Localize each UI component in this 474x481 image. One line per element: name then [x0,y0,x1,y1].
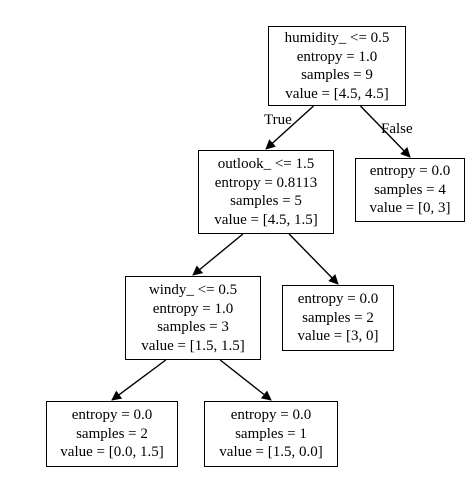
tree-edge-n1-n3 [192,233,244,276]
node-split-rule: outlook_ <= 1.5 [217,156,315,172]
node-value: value = [0.0, 1.5] [60,444,164,461]
node-split-rule: windy_ <= 0.5 [148,282,238,298]
node-entropy: entropy = 1.0 [152,300,234,317]
tree-leaf-windy-right: entropy = 0.0 samples = 1 value = [1.5, … [204,401,338,467]
node-entropy: entropy = 0.0 [297,291,379,308]
tree-node-windy: windy_ <= 0.5 entropy = 1.0 samples = 3 … [125,276,261,360]
tree-leaf-outlook-right: entropy = 0.0 samples = 2 value = [3, 0] [282,285,394,351]
tree-edge-n0-n2 [359,105,411,158]
node-samples: samples = 2 [76,425,148,442]
node-value: value = [1.5, 1.5] [141,337,245,354]
node-entropy: entropy = 0.0 [230,407,312,424]
node-samples: samples = 5 [230,193,302,209]
node-entropy: entropy = 0.0 [71,407,153,424]
node-samples: samples = 9 [301,67,373,83]
tree-edge-n3-n6 [219,359,272,401]
node-entropy: entropy = 0.8113 [214,174,318,191]
node-entropy: entropy = 0.0 [369,163,451,180]
tree-node-root: humidity_ <= 0.5 entropy = 1.0 samples =… [268,26,406,106]
tree-node-outlook: outlook_ <= 1.5 entropy = 0.8113 samples… [198,150,334,234]
node-samples: samples = 3 [157,319,229,335]
edge-label-false: False [381,121,413,137]
node-split-rule: humidity_ <= 0.5 [284,30,390,46]
node-samples: samples = 4 [374,181,446,198]
edge-label-true: True [264,112,292,128]
tree-edge-n3-n5 [111,359,167,401]
tree-leaf-windy-left: entropy = 0.0 samples = 2 value = [0.0, … [46,401,178,467]
node-samples: samples = 1 [235,425,307,442]
node-value: value = [0, 3] [369,200,451,217]
node-entropy: entropy = 1.0 [296,48,378,65]
node-samples: samples = 2 [302,309,374,326]
node-value: value = [3, 0] [297,328,379,345]
node-value: value = [4.5, 4.5] [285,85,389,102]
tree-edge-n1-n4 [288,233,339,285]
tree-edge-n0-n1 [265,105,315,150]
node-value: value = [4.5, 1.5] [214,211,318,228]
node-value: value = [1.5, 0.0] [219,444,323,461]
tree-leaf-false-branch: entropy = 0.0 samples = 4 value = [0, 3] [355,158,465,222]
